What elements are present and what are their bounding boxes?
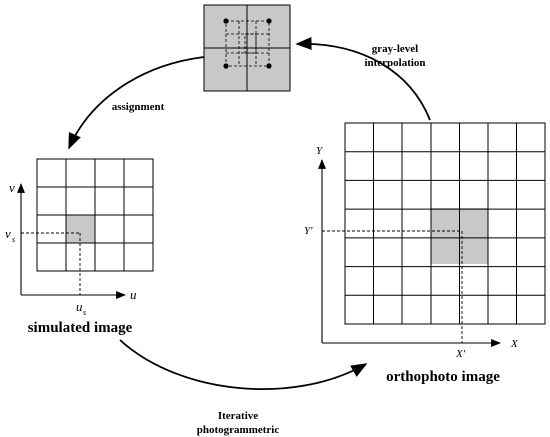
- simulated-us-label: u: [76, 299, 83, 314]
- arrow-assignment: [68, 56, 205, 150]
- simulated-highlight-cell: [66, 215, 95, 243]
- orthophoto-y-label: Y: [316, 145, 324, 157]
- interp-corner-dot: [266, 18, 272, 24]
- interp-corner-dot: [223, 63, 229, 69]
- arrow-iterative-photogrammetric: [119, 339, 368, 391]
- simulated-image-title: simulated image: [28, 320, 133, 336]
- simulated-us-subscript: s: [83, 308, 86, 317]
- orthophoto-xprime-label: X′: [455, 348, 466, 360]
- orthophoto-grid: [344, 122, 546, 325]
- gray-level-label: gray-level: [372, 43, 418, 55]
- interpolation-dashed-grid: [225, 20, 270, 67]
- photogrammetric-label: photogrammetric: [197, 424, 280, 436]
- interpolation-box: [203, 4, 291, 92]
- simulated-vs-label: v: [5, 226, 11, 241]
- orthophoto-image-title: orthophoto image: [386, 369, 500, 385]
- simulated-u-label: u: [130, 287, 137, 302]
- arrow-gray-level-interpolation: [295, 37, 431, 121]
- interp-corner-dot: [266, 63, 272, 69]
- orthophoto-yprime-label: Y′: [304, 225, 313, 237]
- simulated-v-label: v: [9, 180, 15, 195]
- interpolation-label: interpolation: [364, 57, 425, 69]
- orthophoto-x-label: X: [510, 338, 519, 350]
- iterative-label: Iterative: [218, 410, 258, 422]
- interp-corner-dot: [223, 18, 229, 24]
- simulated-vs-subscript: s: [12, 235, 15, 244]
- simulated-image-grid: [36, 158, 154, 272]
- assignment-label: assignment: [112, 101, 165, 113]
